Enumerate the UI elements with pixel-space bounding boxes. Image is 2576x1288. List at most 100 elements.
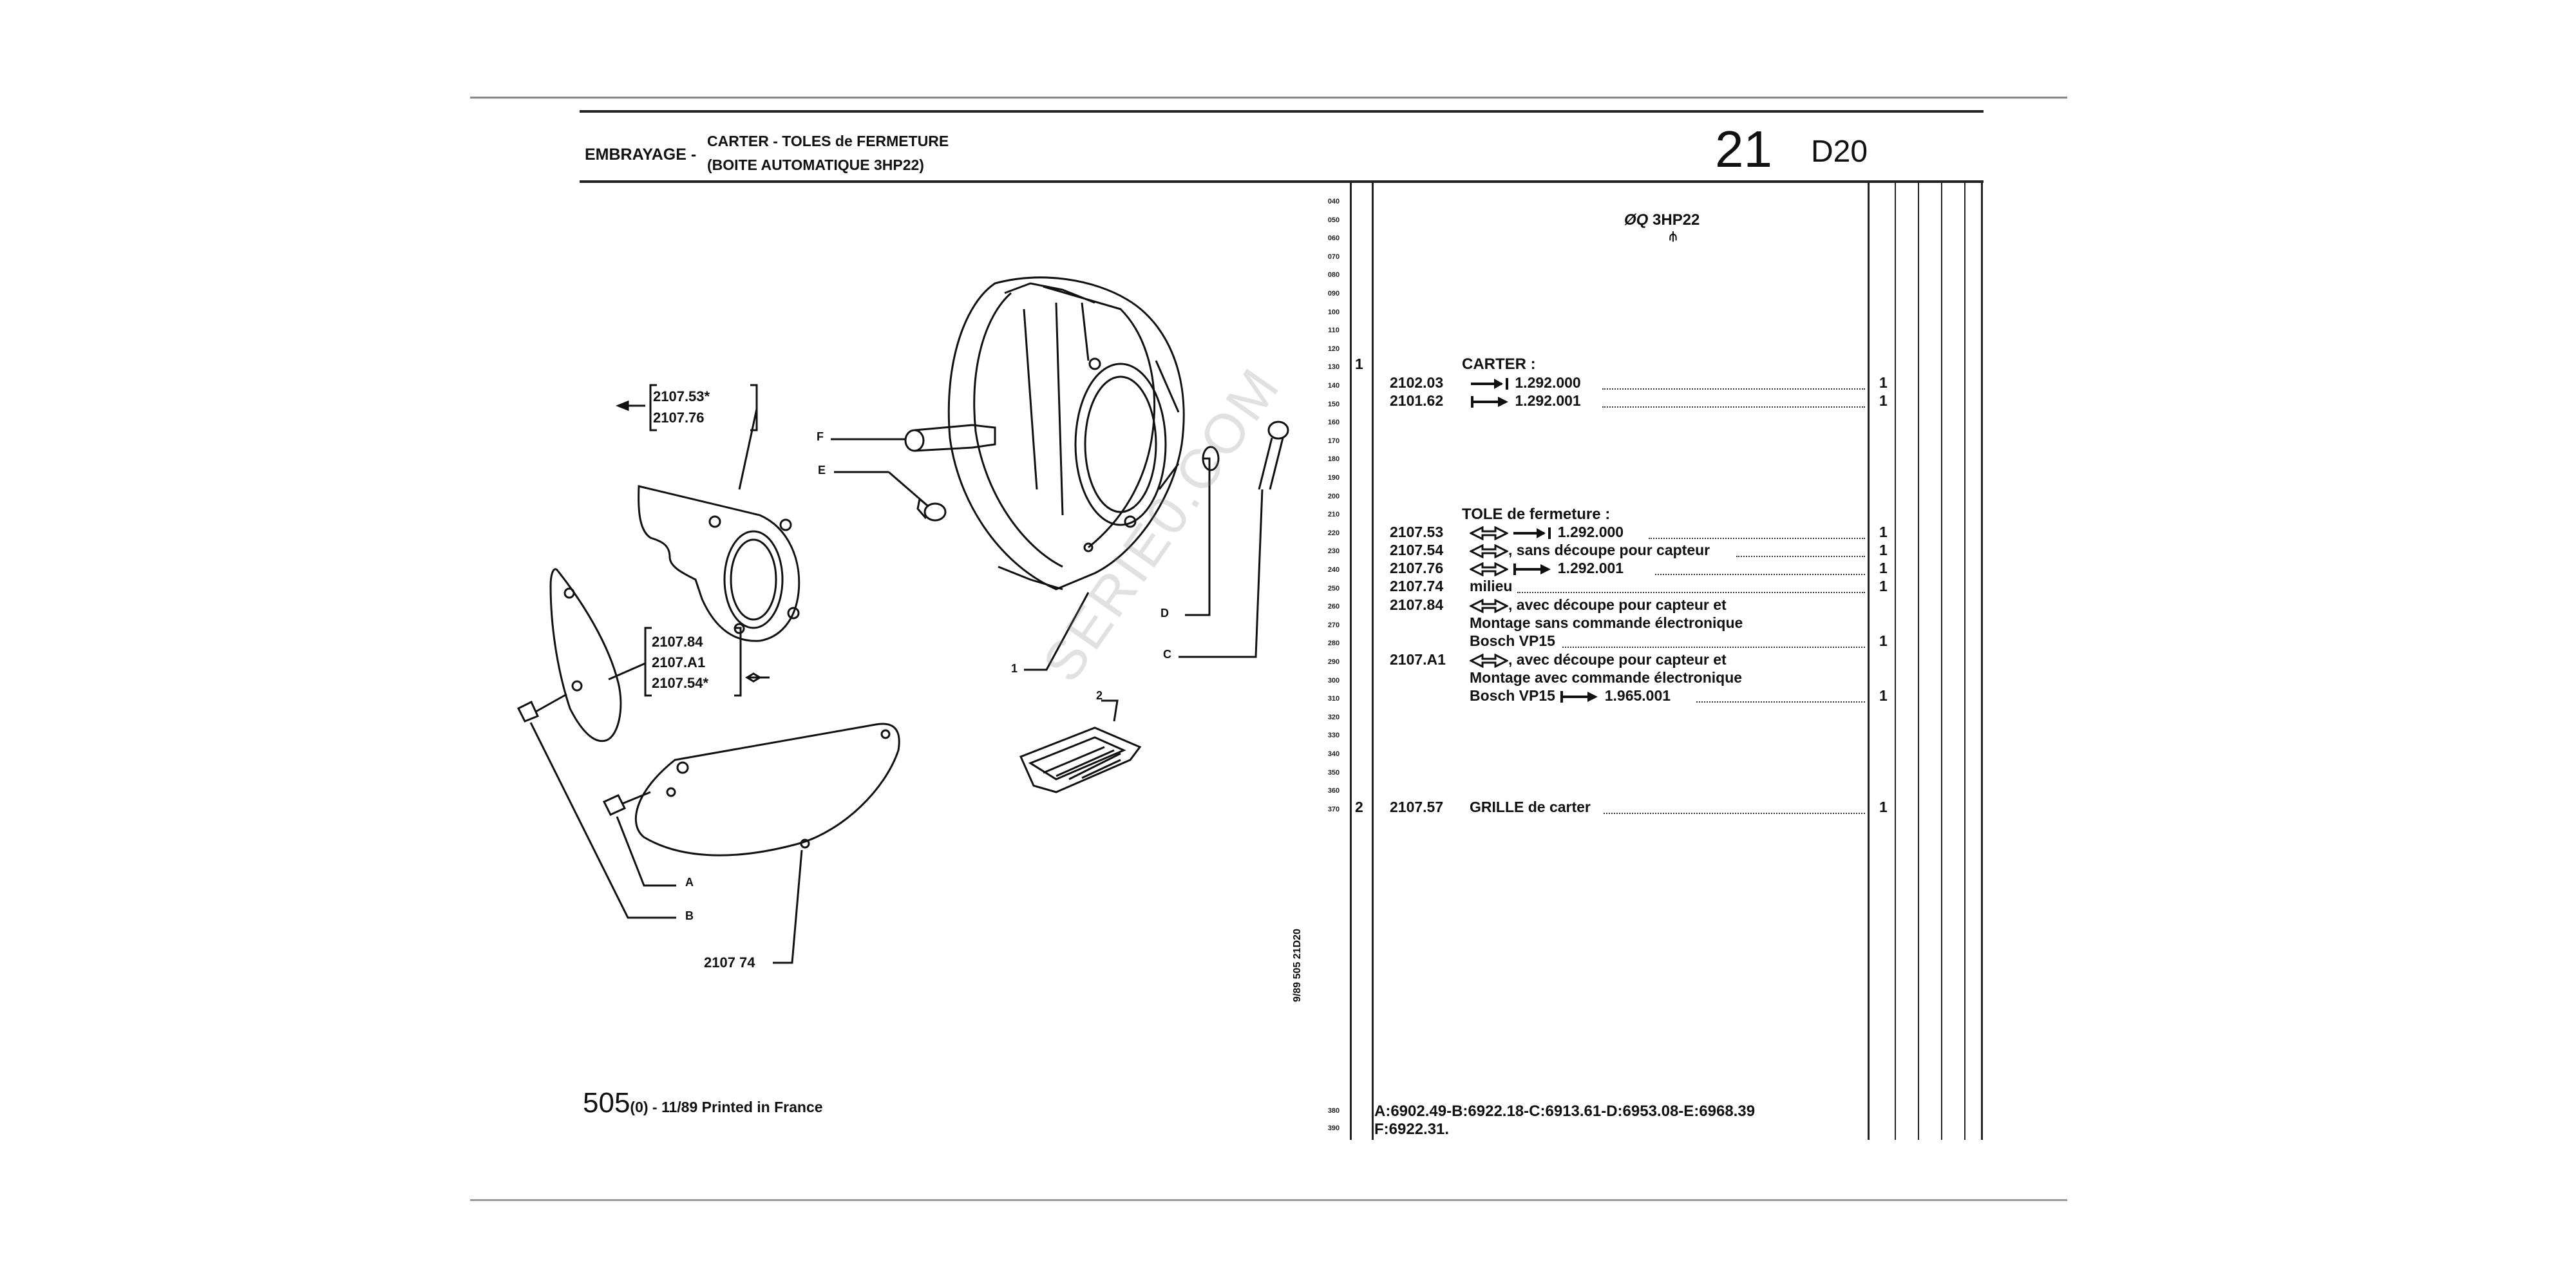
row-number: 050 bbox=[1327, 216, 1340, 224]
top-border bbox=[470, 97, 2067, 99]
footnote-line1: A:6902.49-B:6922.18-C:6913.61-D:6953.08-… bbox=[1374, 1103, 1756, 1120]
letter-F: F bbox=[817, 430, 824, 443]
footnote-line2: F:6922.31. bbox=[1374, 1121, 1450, 1138]
grille-part bbox=[1019, 699, 1142, 793]
letter-C: C bbox=[1163, 648, 1171, 661]
arrow-to-bar-icon bbox=[1471, 377, 1508, 390]
bottom-border bbox=[470, 1199, 2067, 1201]
pn-2107-54: 2107.54 bbox=[1390, 542, 1444, 558]
row-number: 320 bbox=[1327, 713, 1340, 721]
exploded-parts-diagram bbox=[516, 276, 1289, 964]
row-number: 230 bbox=[1327, 547, 1340, 556]
section-title: EMBRAYAGE - bbox=[585, 146, 697, 164]
row-number: 170 bbox=[1327, 437, 1340, 445]
row-number: 120 bbox=[1327, 345, 1340, 353]
row-number: 210 bbox=[1327, 511, 1340, 519]
ref-2107-A1-line1: , avec découpe pour capteur et bbox=[1470, 651, 1727, 668]
qty-column-divider-3 bbox=[1941, 183, 1942, 1140]
variant-header: ØQ 3HP22 bbox=[1624, 211, 1700, 229]
ref-2107-A1-line3: Bosch VP15 1.965.001 bbox=[1470, 687, 1671, 704]
grille-desc: GRILLE de carter bbox=[1470, 799, 1591, 815]
bar-to-arrow-icon bbox=[1513, 563, 1551, 575]
ref-2107-A1-line2: Montage avec commande électronique bbox=[1470, 669, 1743, 686]
closing-plate-2107-53 bbox=[638, 485, 800, 642]
ref-2102-03: 1.292.000 bbox=[1470, 374, 1581, 392]
row-number: 040 bbox=[1327, 198, 1340, 205]
row-number: 140 bbox=[1327, 382, 1340, 390]
carter-title: CARTER : bbox=[1462, 355, 1536, 373]
row-number: 090 bbox=[1327, 290, 1340, 298]
bolt-F bbox=[831, 424, 996, 452]
letter-A: A bbox=[685, 876, 694, 889]
header-rule-top bbox=[580, 110, 1984, 113]
qty-column-divider-4 bbox=[1964, 183, 1965, 1140]
clutch-housing bbox=[947, 276, 1185, 591]
box-mid-line3: 2107.54* bbox=[652, 675, 709, 691]
diagram-item-2: 2 bbox=[1096, 689, 1103, 702]
closing-plate-2107-84 bbox=[549, 568, 622, 743]
row-number: 100 bbox=[1327, 308, 1340, 316]
row-number: 070 bbox=[1327, 252, 1340, 261]
letter-B: B bbox=[685, 909, 694, 922]
row-number: 240 bbox=[1327, 566, 1340, 574]
pn-2107-57: 2107.57 bbox=[1390, 799, 1444, 815]
qty-2107-57: 1 bbox=[1879, 799, 1888, 815]
double-arrow-icon bbox=[1470, 598, 1508, 613]
part-2107-74-leader bbox=[773, 849, 803, 964]
pn-2107-84: 2107.84 bbox=[1390, 596, 1444, 613]
item-column-divider bbox=[1372, 183, 1374, 1140]
row-number: 260 bbox=[1327, 603, 1340, 611]
top-box-bracket bbox=[615, 384, 758, 490]
double-arrow-icon bbox=[1470, 653, 1508, 668]
double-arrow-icon bbox=[1470, 562, 1508, 576]
ref-2107-76: 1.292.001 bbox=[1470, 560, 1624, 577]
box-mid-line2: 2107.A1 bbox=[652, 654, 706, 670]
row-number: 250 bbox=[1327, 584, 1340, 592]
row-number: 150 bbox=[1327, 400, 1340, 408]
qty-2107-76: 1 bbox=[1879, 560, 1888, 576]
diagram-item-1: 1 bbox=[1011, 662, 1018, 675]
model-code: D20 bbox=[1811, 135, 1868, 169]
row-number: 110 bbox=[1328, 327, 1340, 335]
leader-dots bbox=[1655, 574, 1865, 575]
leader-dots bbox=[1736, 556, 1865, 557]
leader-dots bbox=[1649, 538, 1865, 539]
pn-2107-53: 2107.53 bbox=[1390, 524, 1444, 540]
double-arrow-icon bbox=[1470, 544, 1508, 558]
row-number: 060 bbox=[1327, 234, 1340, 243]
row-number: 080 bbox=[1327, 271, 1340, 279]
part-label-2107-74: 2107 74 bbox=[704, 954, 755, 971]
row-number: 340 bbox=[1327, 750, 1340, 758]
item-number-1: 1 bbox=[1355, 355, 1363, 372]
table-right-border bbox=[1981, 183, 1983, 1140]
footer-text: (0) - 11/89 Printed in France bbox=[630, 1099, 823, 1115]
pn-2102-03: 2102.03 bbox=[1390, 374, 1444, 391]
header-rule-bottom bbox=[580, 180, 1984, 183]
pn-2107-74: 2107.74 bbox=[1390, 578, 1444, 594]
pn-2107-A1: 2107.A1 bbox=[1390, 651, 1446, 668]
pn-2101-62: 2101.62 bbox=[1390, 392, 1444, 409]
box-top-line1: 2107.53* bbox=[653, 388, 710, 404]
leader-dots bbox=[1517, 592, 1865, 593]
footer: 505(0) - 11/89 Printed in France bbox=[583, 1087, 823, 1119]
ref-2107-53: 1.292.000 bbox=[1470, 524, 1624, 541]
row-number: 380 bbox=[1327, 1107, 1340, 1115]
row-number: 300 bbox=[1327, 676, 1340, 685]
ref-2107-84-line1: , avec découpe pour capteur et bbox=[1470, 596, 1727, 614]
letter-D: D bbox=[1160, 607, 1169, 620]
item-number-2: 2 bbox=[1355, 799, 1363, 815]
row-number: 220 bbox=[1327, 529, 1340, 537]
arrow-to-bar-icon bbox=[1513, 527, 1551, 539]
row-number: 200 bbox=[1327, 492, 1340, 500]
row-number: 160 bbox=[1327, 419, 1340, 427]
qty-2107-A1: 1 bbox=[1879, 687, 1888, 704]
mid-box-bracket bbox=[608, 627, 770, 697]
row-number: 290 bbox=[1327, 658, 1340, 666]
row-number: 270 bbox=[1327, 621, 1340, 629]
qty-2107-53: 1 bbox=[1879, 524, 1888, 540]
variant-label: 3HP22 bbox=[1653, 211, 1700, 229]
row-number: 390 bbox=[1327, 1124, 1340, 1132]
page-number: 505 bbox=[583, 1087, 630, 1119]
row-number: 190 bbox=[1327, 474, 1340, 482]
qty-column-left bbox=[1868, 183, 1870, 1140]
